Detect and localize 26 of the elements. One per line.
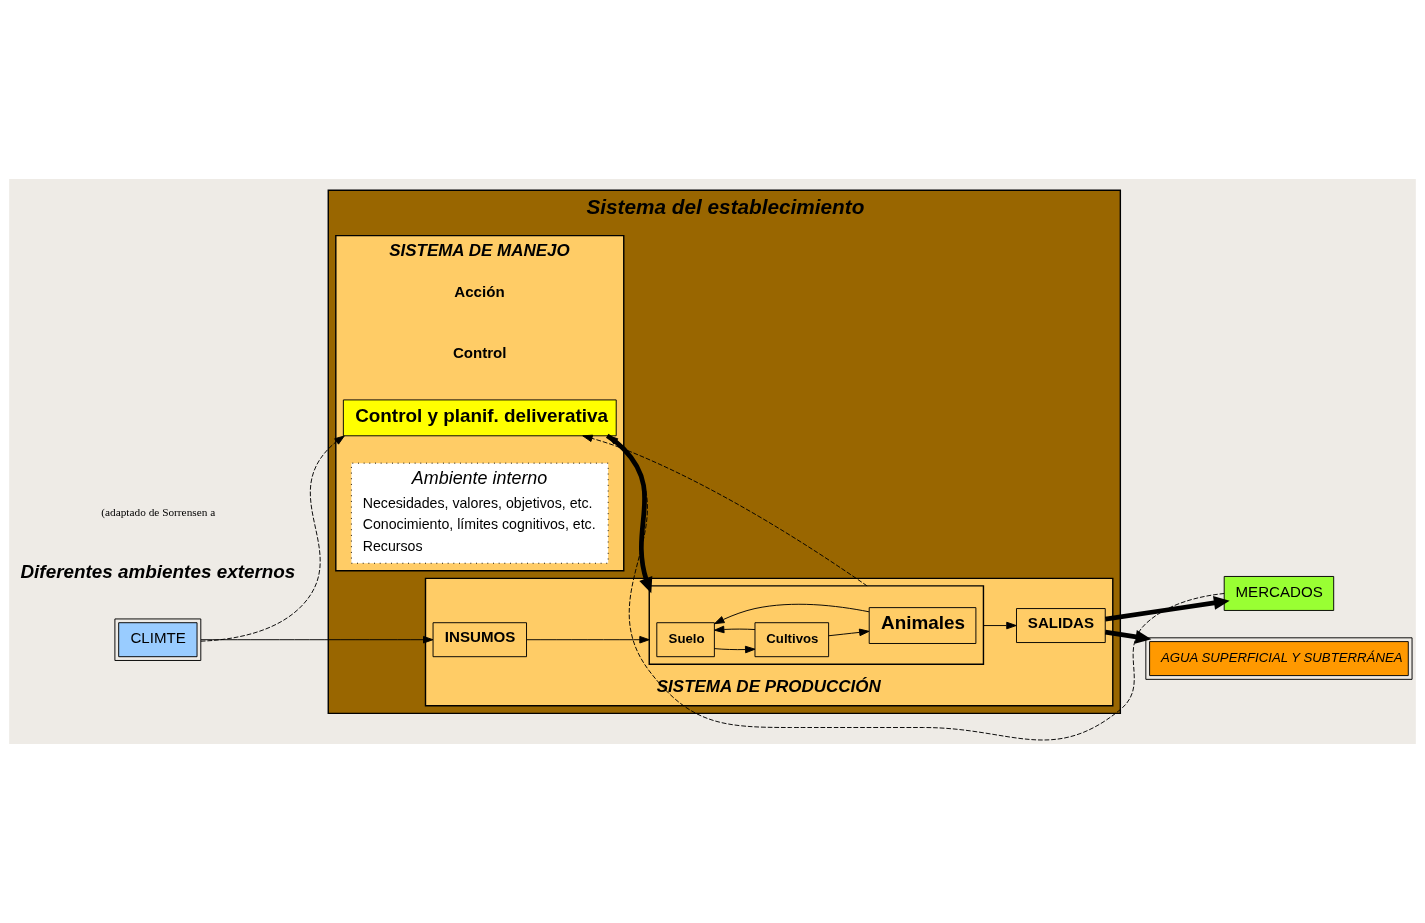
arrow xyxy=(828,628,870,637)
arrow xyxy=(200,435,345,642)
arrow xyxy=(526,635,650,644)
arrow xyxy=(1104,629,1152,644)
node-box: SALIDAS xyxy=(1016,608,1106,643)
label: Control xyxy=(452,344,507,362)
arrow xyxy=(200,635,434,644)
arrow xyxy=(983,621,1017,630)
node-box: Ambiente interno Necesidades, valores, objetivos, etc. Conocimiento, límites cognitivos, etc. Recursos xyxy=(350,462,609,564)
arrow xyxy=(607,435,1225,741)
arrow xyxy=(714,603,870,625)
arrow xyxy=(1104,596,1230,622)
node-box: Suelo xyxy=(656,622,715,658)
cluster xyxy=(648,585,985,665)
node-box: INSUMOS xyxy=(432,622,527,658)
arrow xyxy=(582,434,868,587)
arrow xyxy=(714,625,756,634)
label: (adaptado de Sorrensen a xyxy=(101,506,216,519)
arrow xyxy=(605,433,653,594)
arrow xyxy=(714,645,756,654)
node-box: MERCADOS xyxy=(1223,576,1335,611)
label: Acción xyxy=(454,282,505,300)
label: Diferentes ambientes externos xyxy=(20,561,296,583)
node-box: Animales xyxy=(868,607,977,644)
node-box: Cultivos xyxy=(754,622,830,658)
node-box: Control y planif. deliverativa xyxy=(342,399,617,437)
